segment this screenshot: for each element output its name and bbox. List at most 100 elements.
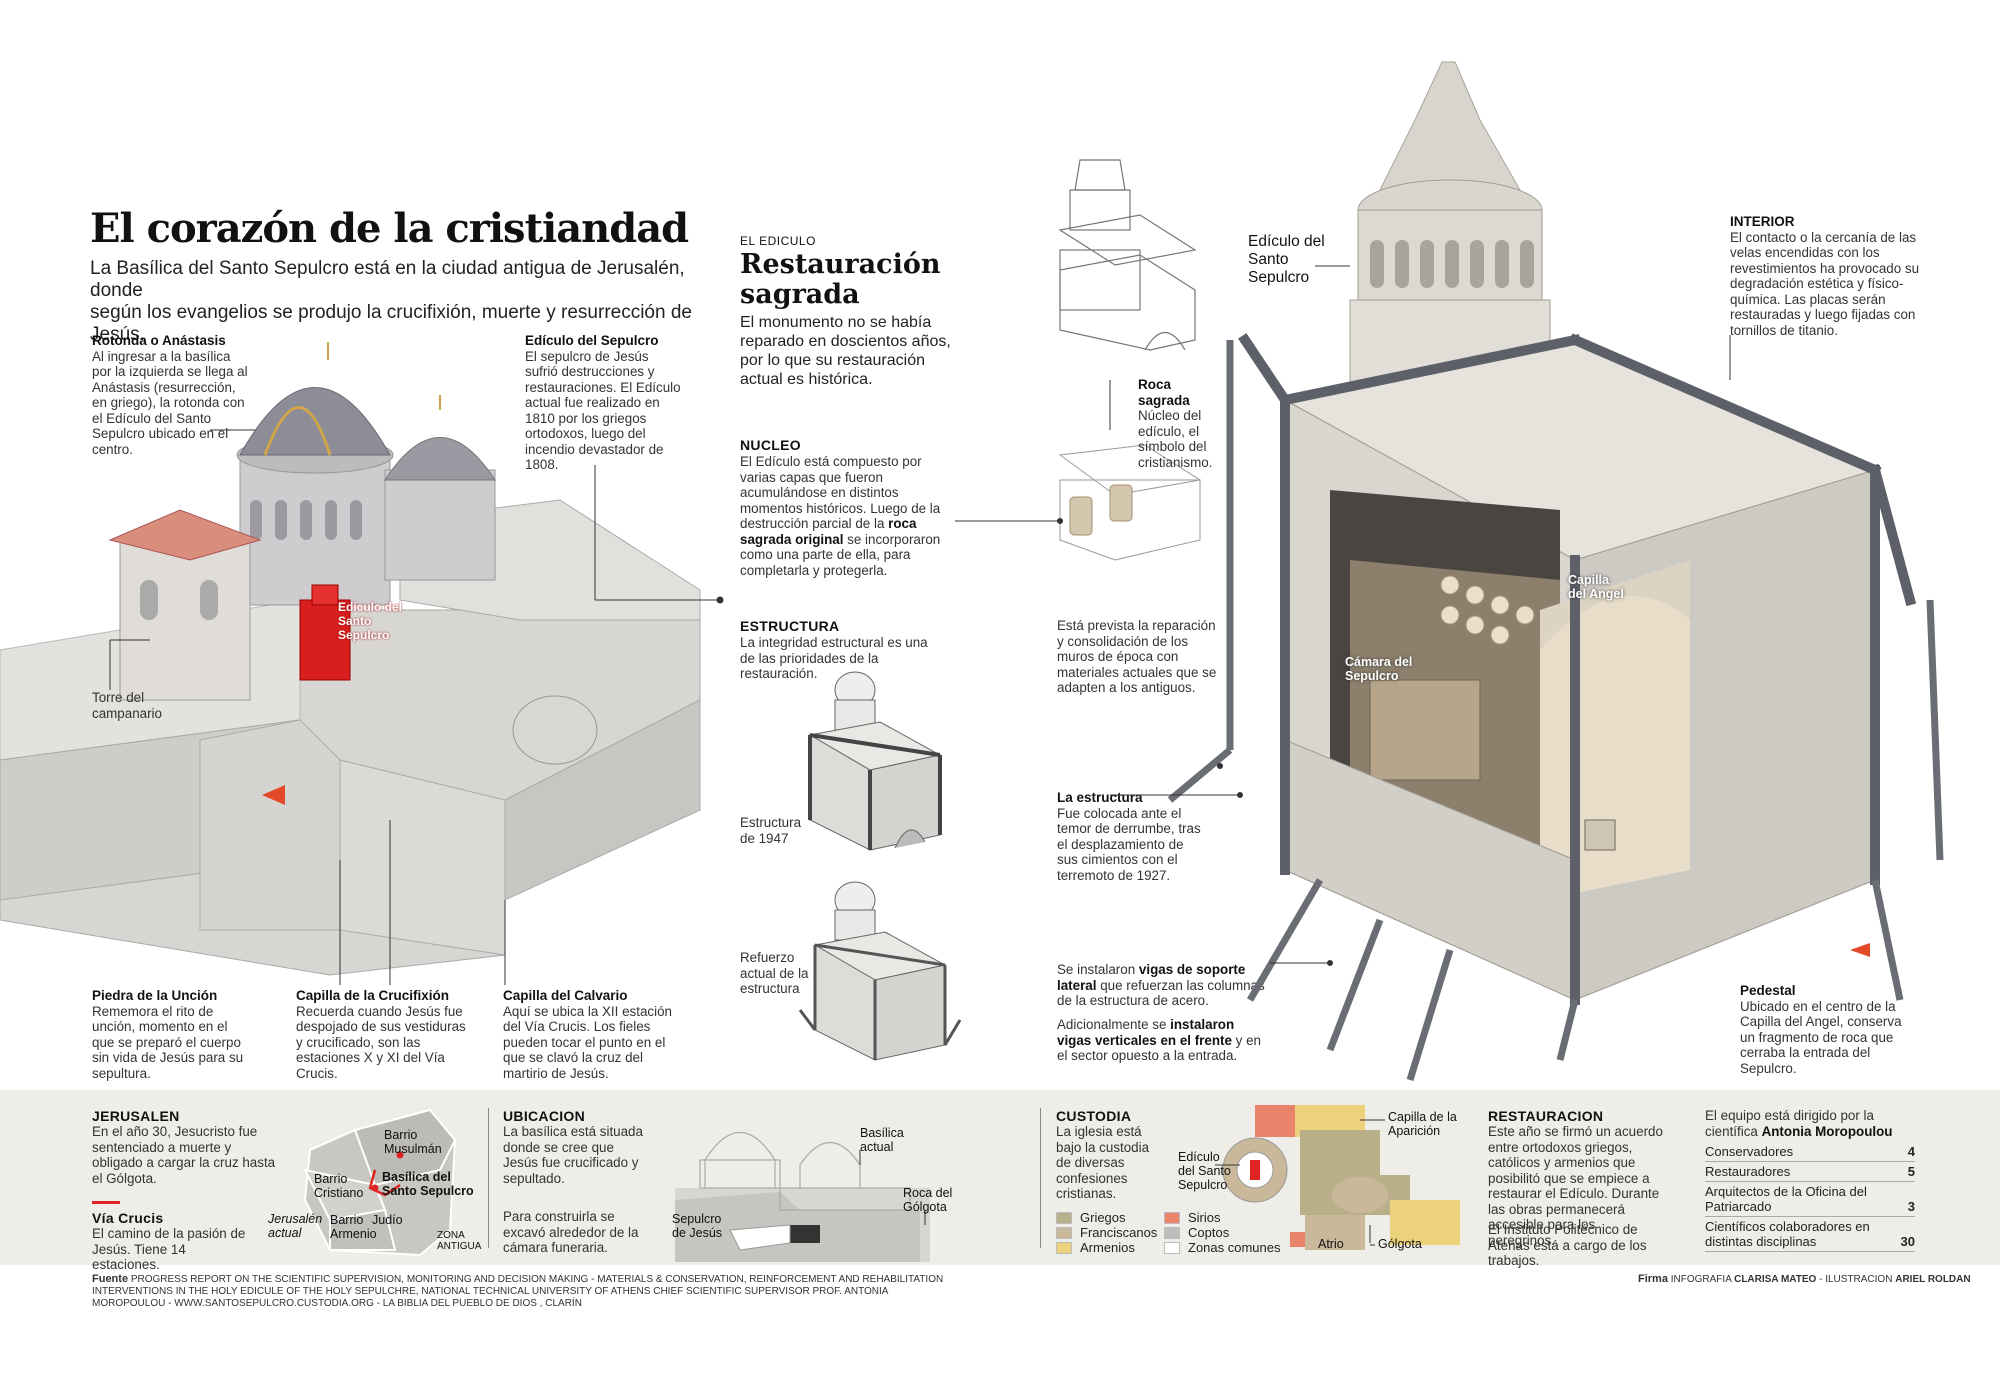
crucifixion-annotation: Capilla de la Crucifixión Recuerda cuand…	[296, 988, 466, 1081]
torre-annotation: Torre del campanario	[92, 690, 162, 721]
jerusalen-text: En el año 30, Jesucristo fue sentenciado…	[92, 1124, 276, 1186]
vigas1-pre: Se instalaron	[1057, 962, 1136, 977]
estructura-heading: ESTRUCTURA	[740, 618, 840, 634]
team-row: Científicos colaboradores en distintas d…	[1705, 1217, 1915, 1252]
legend-swatch	[1164, 1226, 1180, 1239]
camara-sepulcro-label: Cámara del Sepulcro	[1345, 655, 1413, 683]
ediculo-kicker: EL EDICULO	[740, 234, 816, 248]
piedra-title: Piedra de la Unción	[92, 988, 218, 1003]
legend-label: Zonas comunes	[1188, 1240, 1281, 1255]
jerusalen-heading: JERUSALEN	[92, 1108, 180, 1124]
team-heading-bold: Antonia Moropoulou	[1761, 1123, 1893, 1139]
legend-item: Sirios	[1164, 1210, 1284, 1225]
divider-2	[1040, 1108, 1041, 1248]
nucleo-text: El Edículo está compuesto por varias cap…	[740, 454, 950, 578]
plan-aparicion-label: Capilla de la Aparición	[1388, 1110, 1457, 1138]
legend-item: Griegos	[1056, 1210, 1164, 1225]
ediculo-sepulcro-annotation: Edículo del Sepulcro El sepulcro de Jesú…	[525, 333, 685, 473]
team-row-value: 4	[1907, 1144, 1915, 1159]
map-barrio-cristiano: Barrio Cristiano	[314, 1172, 364, 1200]
vigas-verticales-annotation: Adicionalmente se instalaron vigas verti…	[1057, 1017, 1267, 1064]
via-crucis-marker	[92, 1201, 120, 1204]
sources-label: Fuente	[92, 1273, 129, 1285]
ubicacion-sepulcro-label: Sepulcro de Jesús	[672, 1212, 723, 1240]
team-row: Conservadores 4	[1705, 1142, 1915, 1162]
plan-atrio-label: Atrio	[1318, 1237, 1344, 1251]
nucleo-bold: roca sagrada original	[740, 516, 917, 547]
rotonda-text: Al ingresar a la basílica por la izquier…	[92, 348, 248, 457]
estructura-1947-label: Estructura de 1947	[740, 815, 802, 846]
roca-sagrada-text: Núcleo del edículo, el símbolo del crist…	[1138, 408, 1213, 470]
credits-ilustracion: - ILUSTRACION	[1819, 1274, 1893, 1285]
legend-label: Sirios	[1188, 1210, 1221, 1225]
interior-text: El contacto o la cercanía de las velas e…	[1730, 229, 1920, 338]
legend-swatch	[1164, 1211, 1180, 1224]
reparacion-annotation: Está prevista la reparación y consolidac…	[1057, 618, 1217, 695]
ubicacion-basilica-label: Basílica actual	[860, 1126, 904, 1154]
divider-1	[488, 1108, 489, 1248]
map-jerusalen-actual: Jerusalén actual	[268, 1212, 323, 1240]
piedra-annotation: Piedra de la Unción Rememora el rito de …	[92, 988, 252, 1081]
crucifixion-text: Recuerda cuando Jesús fue despojado de s…	[296, 1003, 466, 1081]
calvario-title: Capilla del Calvario	[503, 988, 628, 1003]
pedestal-title: Pedestal	[1740, 983, 1796, 998]
vigas1-post: que refuerzan las columnas de la estruct…	[1057, 977, 1265, 1009]
roca-sagrada-title: Roca sagrada	[1138, 377, 1190, 408]
legend-label: Franciscanos	[1080, 1225, 1158, 1240]
legend-swatch	[1056, 1211, 1072, 1224]
credits-infografia: INFOGRAFIA	[1670, 1274, 1732, 1285]
capilla-angel-label: Capilla del Angel	[1568, 573, 1624, 601]
ediculo-red-label: Edículo del Santo Sepulcro	[338, 600, 403, 642]
team-row: Restauradores 5	[1705, 1162, 1915, 1182]
vigas-lateral-annotation: Se instalaron vigas de soporte lateral q…	[1057, 962, 1267, 1009]
team-row-value: 3	[1907, 1199, 1915, 1214]
la-estructura-title: La estructura	[1057, 790, 1143, 805]
legend-item: Coptos	[1164, 1225, 1284, 1240]
credits-footer: Firma INFOGRAFIA CLARISA MATEO - ILUSTRA…	[1638, 1273, 1971, 1286]
crucifixion-title: Capilla de la Crucifixión	[296, 988, 450, 1003]
credits-name-2: ARIEL ROLDAN	[1895, 1274, 1971, 1285]
la-estructura-annotation: La estructura Fue colocada ante el temor…	[1057, 790, 1202, 883]
credits-label: Firma	[1638, 1273, 1668, 1285]
map-barrio-musulman: Barrio Musulmán	[384, 1128, 442, 1156]
nucleo-text-a: El Edículo está compuesto por varias cap…	[740, 454, 941, 531]
ediculo-title-line-1: Restauración	[740, 249, 941, 280]
rotonda-annotation: Rotonda o Anástasis Al ingresar a la bas…	[92, 333, 252, 457]
ubicacion-roca-label: Roca del Gólgota	[903, 1186, 953, 1214]
team-row-label: Restauradores	[1705, 1164, 1791, 1179]
pedestal-text: Ubicado en el centro de la Capilla del A…	[1740, 998, 1902, 1076]
ediculo-sepulcro-title: Edículo del Sepulcro	[525, 333, 659, 348]
map-barrio-judio: Judío	[372, 1213, 403, 1227]
team-row-label: Conservadores	[1705, 1144, 1794, 1159]
legend-item: Zonas comunes	[1164, 1240, 1284, 1255]
nucleo-heading: NUCLEO	[740, 437, 801, 453]
ediculo-sepulcro-text: El sepulcro de Jesús sufrió destruccione…	[525, 348, 681, 473]
team-row-value: 5	[1907, 1164, 1915, 1179]
legend-item: Armenios	[1056, 1240, 1164, 1255]
team-row-label: Científicos colaboradores en distintas d…	[1705, 1219, 1870, 1249]
team-heading-pre: El equipo está dirigido por la científic…	[1705, 1108, 1874, 1139]
vigas2-post: y en el sector opuesto a la entrada.	[1057, 1032, 1261, 1064]
interior-title: INTERIOR	[1730, 214, 1795, 229]
team-row: Arquitectos de la Oficina del Patriarcad…	[1705, 1182, 1915, 1217]
calvario-text: Aquí se ubica la XII estación del Vía Cr…	[503, 1003, 672, 1081]
via-crucis-text: El camino de la pasión de Jesús. Tiene 1…	[92, 1226, 246, 1272]
vigas2-bold: instalaron vigas verticales en el frente	[1057, 1017, 1235, 1048]
restauracion-text-1: Este año se firmó un acuerdo entre ortod…	[1488, 1124, 1663, 1248]
ediculo-title: Restauración sagrada	[740, 250, 940, 310]
plan-golgota-label: Gólgota	[1378, 1237, 1422, 1251]
ubicacion-text-2: Para construirla se excavó alrededor de …	[503, 1209, 639, 1255]
lead-line-2: según los evangelios se produjo la cruci…	[90, 302, 692, 345]
ubicacion-heading: UBICACION	[503, 1108, 586, 1124]
piedra-text: Rememora el rito de unción, momento en e…	[92, 1003, 244, 1081]
ediculo-title-line-2: sagrada	[740, 279, 860, 310]
ubicacion-text-1: La basílica está situada donde se cree q…	[503, 1124, 643, 1186]
